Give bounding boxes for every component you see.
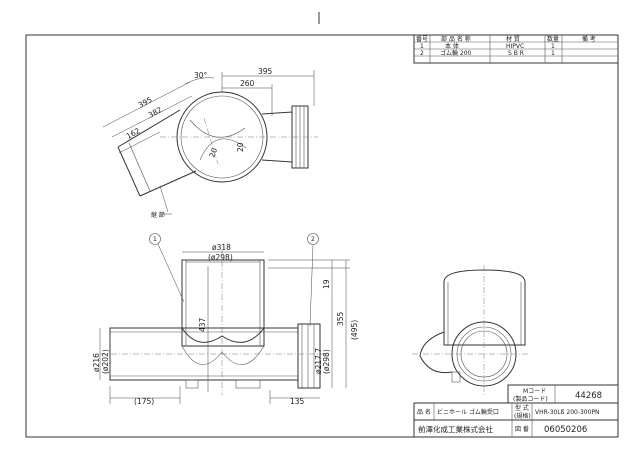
dim-135: 135: [290, 397, 305, 406]
th-no: 番号: [416, 36, 428, 43]
callout-1: 1: [153, 236, 157, 243]
row1-material: HIPVC: [506, 43, 524, 50]
dim-162: 162: [125, 126, 142, 141]
dim-437: 437: [198, 317, 207, 332]
plan-view: 395 260 30° 395 382 162 20 20 継 節: [102, 67, 318, 219]
callout-1-circle: [149, 233, 161, 245]
row2-name: ゴム輪 200: [440, 49, 472, 57]
row1-name: 本 体: [445, 42, 459, 50]
front-elevation: ø318 (ø298) 437 19 355 (495) ø216 (ø202)…: [92, 233, 359, 406]
dim-30deg: 30°: [194, 71, 208, 80]
product-name: ビニホール ゴム輪受口: [437, 408, 499, 416]
callout-2-circle: [307, 233, 319, 245]
title-block: Mコード (製品コード) 44268 品 名 ビニホール ゴム輪受口 型 式 (…: [413, 384, 619, 438]
dim-495: (495): [350, 320, 359, 340]
dim-175: (175): [134, 397, 154, 406]
dim-260: 260: [240, 79, 255, 88]
drawing-frame: [25, 34, 619, 438]
row2-no: 2: [420, 50, 424, 57]
m-code-label-2: (製品コード): [513, 395, 548, 403]
company: 前澤化成工業株式会社: [418, 424, 493, 434]
row1-no: 1: [420, 43, 424, 50]
row2-material: S B R: [508, 50, 524, 57]
name-label: 品 名: [417, 408, 431, 416]
dim-298b: (ø298): [322, 349, 331, 374]
th-material: 材 質: [506, 35, 520, 43]
dim-20a: 20: [207, 146, 219, 158]
dim-216: ø216: [92, 353, 101, 372]
dim-355: 355: [336, 311, 345, 326]
parts-table: 番号 部 品 名 称 材 質 数量 備 考 1 本 体 HIPVC 1 2 ゴム…: [413, 34, 619, 64]
th-notes: 備 考: [582, 35, 596, 43]
side-view: [412, 265, 530, 395]
callout-2: 2: [311, 236, 315, 243]
dim-395-slant: 395: [137, 95, 154, 110]
dim-19: 19: [322, 279, 331, 289]
dim-202: (ø202): [101, 349, 110, 374]
m-code-label-1: Mコード: [523, 388, 546, 395]
drawing-no-label: 図 番: [515, 426, 529, 433]
th-qty: 数量: [547, 35, 559, 43]
row2-qty: 1: [551, 50, 555, 57]
m-code: 44268: [575, 391, 602, 401]
dim-382: 382: [147, 105, 164, 120]
dim-318: ø318: [212, 243, 231, 252]
dim-20b: 20: [236, 142, 245, 152]
row1-qty: 1: [551, 43, 555, 50]
dim-395-top: 395: [258, 67, 273, 76]
drawing-no: 06050206: [544, 425, 587, 435]
model-label-1: 型 式: [515, 404, 529, 412]
dim-217-7: ø217.7: [314, 348, 323, 374]
th-name: 部 品 名 称: [441, 35, 471, 43]
model: VHR-30Lß 200-300PN: [535, 409, 600, 416]
model-label-2: (規格): [514, 412, 531, 420]
dim-298: (ø298): [208, 253, 233, 262]
joint-label: 継 節: [151, 211, 165, 219]
